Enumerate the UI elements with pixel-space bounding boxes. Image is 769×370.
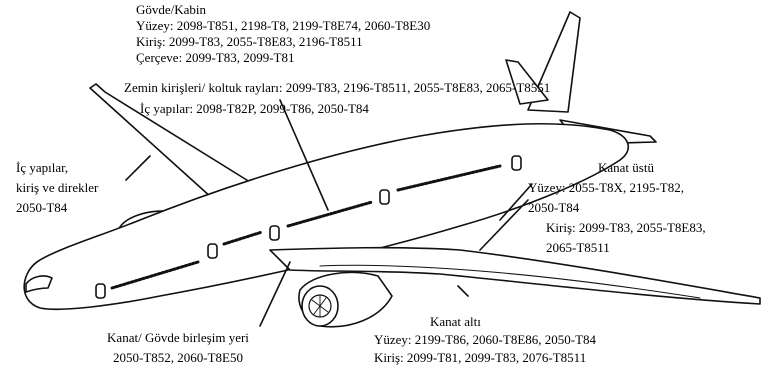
fuselage-frame-line: Çerçeve: 2099-T83, 2099-T81 — [136, 50, 430, 66]
lower-wing-stringer-line: Kiriş: 2099-T81, 2099-T83, 2076-T8511 — [374, 350, 586, 366]
upper-wing-stringer-line: Kiriş: 2099-T83, 2055-T8E83, — [546, 220, 706, 236]
door-3 — [270, 226, 279, 240]
internal-left-line-3: 2050-T84 — [16, 198, 98, 218]
wing-body-joint-line-1: Kanat/ Gövde birleşim yeri — [78, 328, 278, 348]
leader-lower-wing — [458, 286, 468, 296]
fuselage-label-block: Gövde/Kabin Yüzey: 2098-T851, 2198-T8, 2… — [136, 2, 430, 66]
door-4 — [380, 190, 389, 204]
upper-wing-surface-line-2: 2050-T84 — [528, 200, 579, 216]
floor-beams-label: Zemin kirişleri/ koltuk rayları: 2099-T8… — [124, 80, 550, 96]
upper-wing-stringer-line-2: 2065-T8511 — [546, 240, 610, 256]
internal-structures-label: İç yapılar: 2098-T82P, 2099-T86, 2050-T8… — [140, 101, 369, 117]
lower-wing-surface-line: Yüzey: 2199-T86, 2060-T8E86, 2050-T84 — [374, 332, 596, 348]
upper-wing-title: Kanat üstü — [598, 160, 654, 176]
internal-left-label-block: İç yapılar, kiriş ve direkler 2050-T84 — [16, 158, 98, 218]
upper-wing-surface-line: Yüzey: 2055-T8X, 2195-T82, — [528, 180, 684, 196]
leader-left-internal — [126, 156, 150, 180]
fuselage-title: Gövde/Kabin — [136, 2, 430, 18]
lower-wing-title: Kanat altı — [430, 314, 481, 330]
internal-left-line-2: kiriş ve direkler — [16, 178, 98, 198]
door-1 — [96, 284, 105, 298]
wing-body-joint-label-block: Kanat/ Gövde birleşim yeri 2050-T852, 20… — [78, 328, 278, 368]
fuselage-surface-line: Yüzey: 2098-T851, 2198-T8, 2199-T8E74, 2… — [136, 18, 430, 34]
internal-left-line-1: İç yapılar, — [16, 158, 98, 178]
fuselage-stringer-line: Kiriş: 2099-T83, 2055-T8E83, 2196-T8511 — [136, 34, 430, 50]
door-5 — [512, 156, 521, 170]
wing-body-joint-line-2: 2050-T852, 2060-T8E50 — [78, 348, 278, 368]
door-2 — [208, 244, 217, 258]
